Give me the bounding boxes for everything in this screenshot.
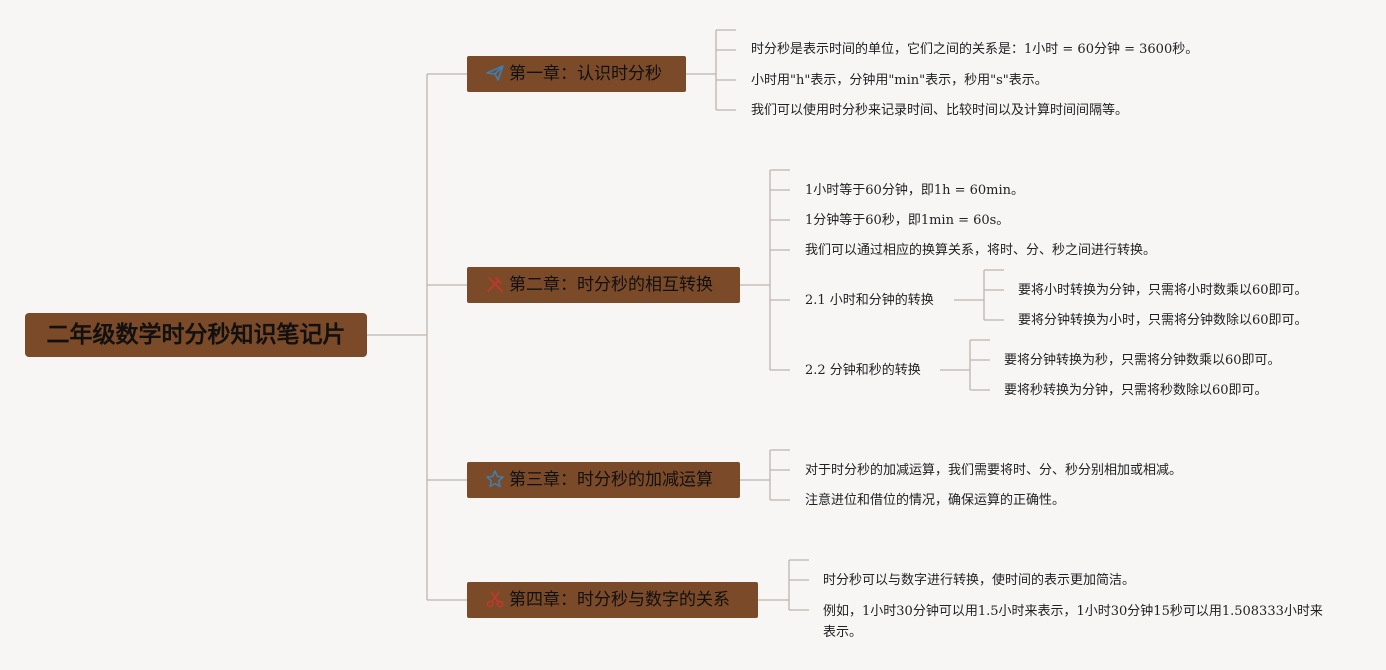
star-icon — [485, 466, 505, 488]
chapter-4-item-1: 时分秒可以与数字进行转换，使时间的表示更加简洁。 — [823, 573, 1136, 588]
chapter-3-node[interactable]: 第三章：时分秒的加减运算 — [467, 462, 740, 498]
scissors-icon — [485, 586, 505, 608]
chapter-1-label: 第一章：认识时分秒 — [509, 64, 662, 84]
chapter-1-item-1: 时分秒是表示时间的单位，它们之间的关系是：1小时 = 60分钟 = 3600秒。 — [751, 42, 1199, 57]
root-topic[interactable]: 二年级数学时分秒知识笔记片 — [25, 313, 367, 357]
chapter-4-node[interactable]: 第四章：时分秒与数字的关系 — [467, 582, 758, 618]
chapter-2-label: 第二章：时分秒的相互转换 — [509, 275, 713, 295]
tools-icon — [485, 271, 505, 292]
chapter-4-label: 第四章：时分秒与数字的关系 — [509, 590, 730, 610]
chapter-2-item-2: 1分钟等于60秒，即1min = 60s。 — [805, 213, 1010, 228]
section-2-2-item-2: 要将秒转换为分钟，只需将秒数除以60即可。 — [1004, 383, 1268, 398]
chapter-4-item-2: 例如，1小时30分钟可以用1.5小时来表示，1小时30分钟15秒可以用1.508… — [823, 604, 1323, 640]
section-2-2-item-1: 要将分钟转换为秒，只需将分钟数乘以60即可。 — [1004, 353, 1281, 368]
chapter-3-item-2: 注意进位和借位的情况，确保运算的正确性。 — [805, 493, 1066, 508]
section-2-1-label[interactable]: 2.1 小时和分钟的转换 — [805, 293, 934, 308]
chapter-3-item-1: 对于时分秒的加减运算，我们需要将时、分、秒分别相加或相减。 — [805, 463, 1183, 478]
chapter-1-item-2: 小时用"h"表示，分钟用"min"表示，秒用"s"表示。 — [751, 73, 1048, 88]
chapter-2-node[interactable]: 第二章：时分秒的相互转换 — [467, 267, 740, 303]
section-2-1-item-1: 要将小时转换为分钟，只需将小时数乘以60即可。 — [1018, 283, 1308, 298]
chapter-2-item-3: 我们可以通过相应的换算关系，将时、分、秒之间进行转换。 — [805, 243, 1157, 258]
chapter-2-item-1: 1小时等于60分钟，即1h = 60min。 — [805, 183, 1025, 198]
chapter-1-item-3: 我们可以使用时分秒来记录时间、比较时间以及计算时间间隔等。 — [751, 103, 1129, 118]
chapter-1-node[interactable]: 第一章：认识时分秒 — [467, 56, 686, 92]
section-2-1-item-2: 要将分钟转换为小时，只需将分钟数除以60即可。 — [1018, 313, 1308, 328]
section-2-2-label[interactable]: 2.2 分钟和秒的转换 — [805, 363, 921, 378]
paper-plane-icon — [485, 60, 505, 81]
chapter-3-label: 第三章：时分秒的加减运算 — [509, 470, 713, 490]
